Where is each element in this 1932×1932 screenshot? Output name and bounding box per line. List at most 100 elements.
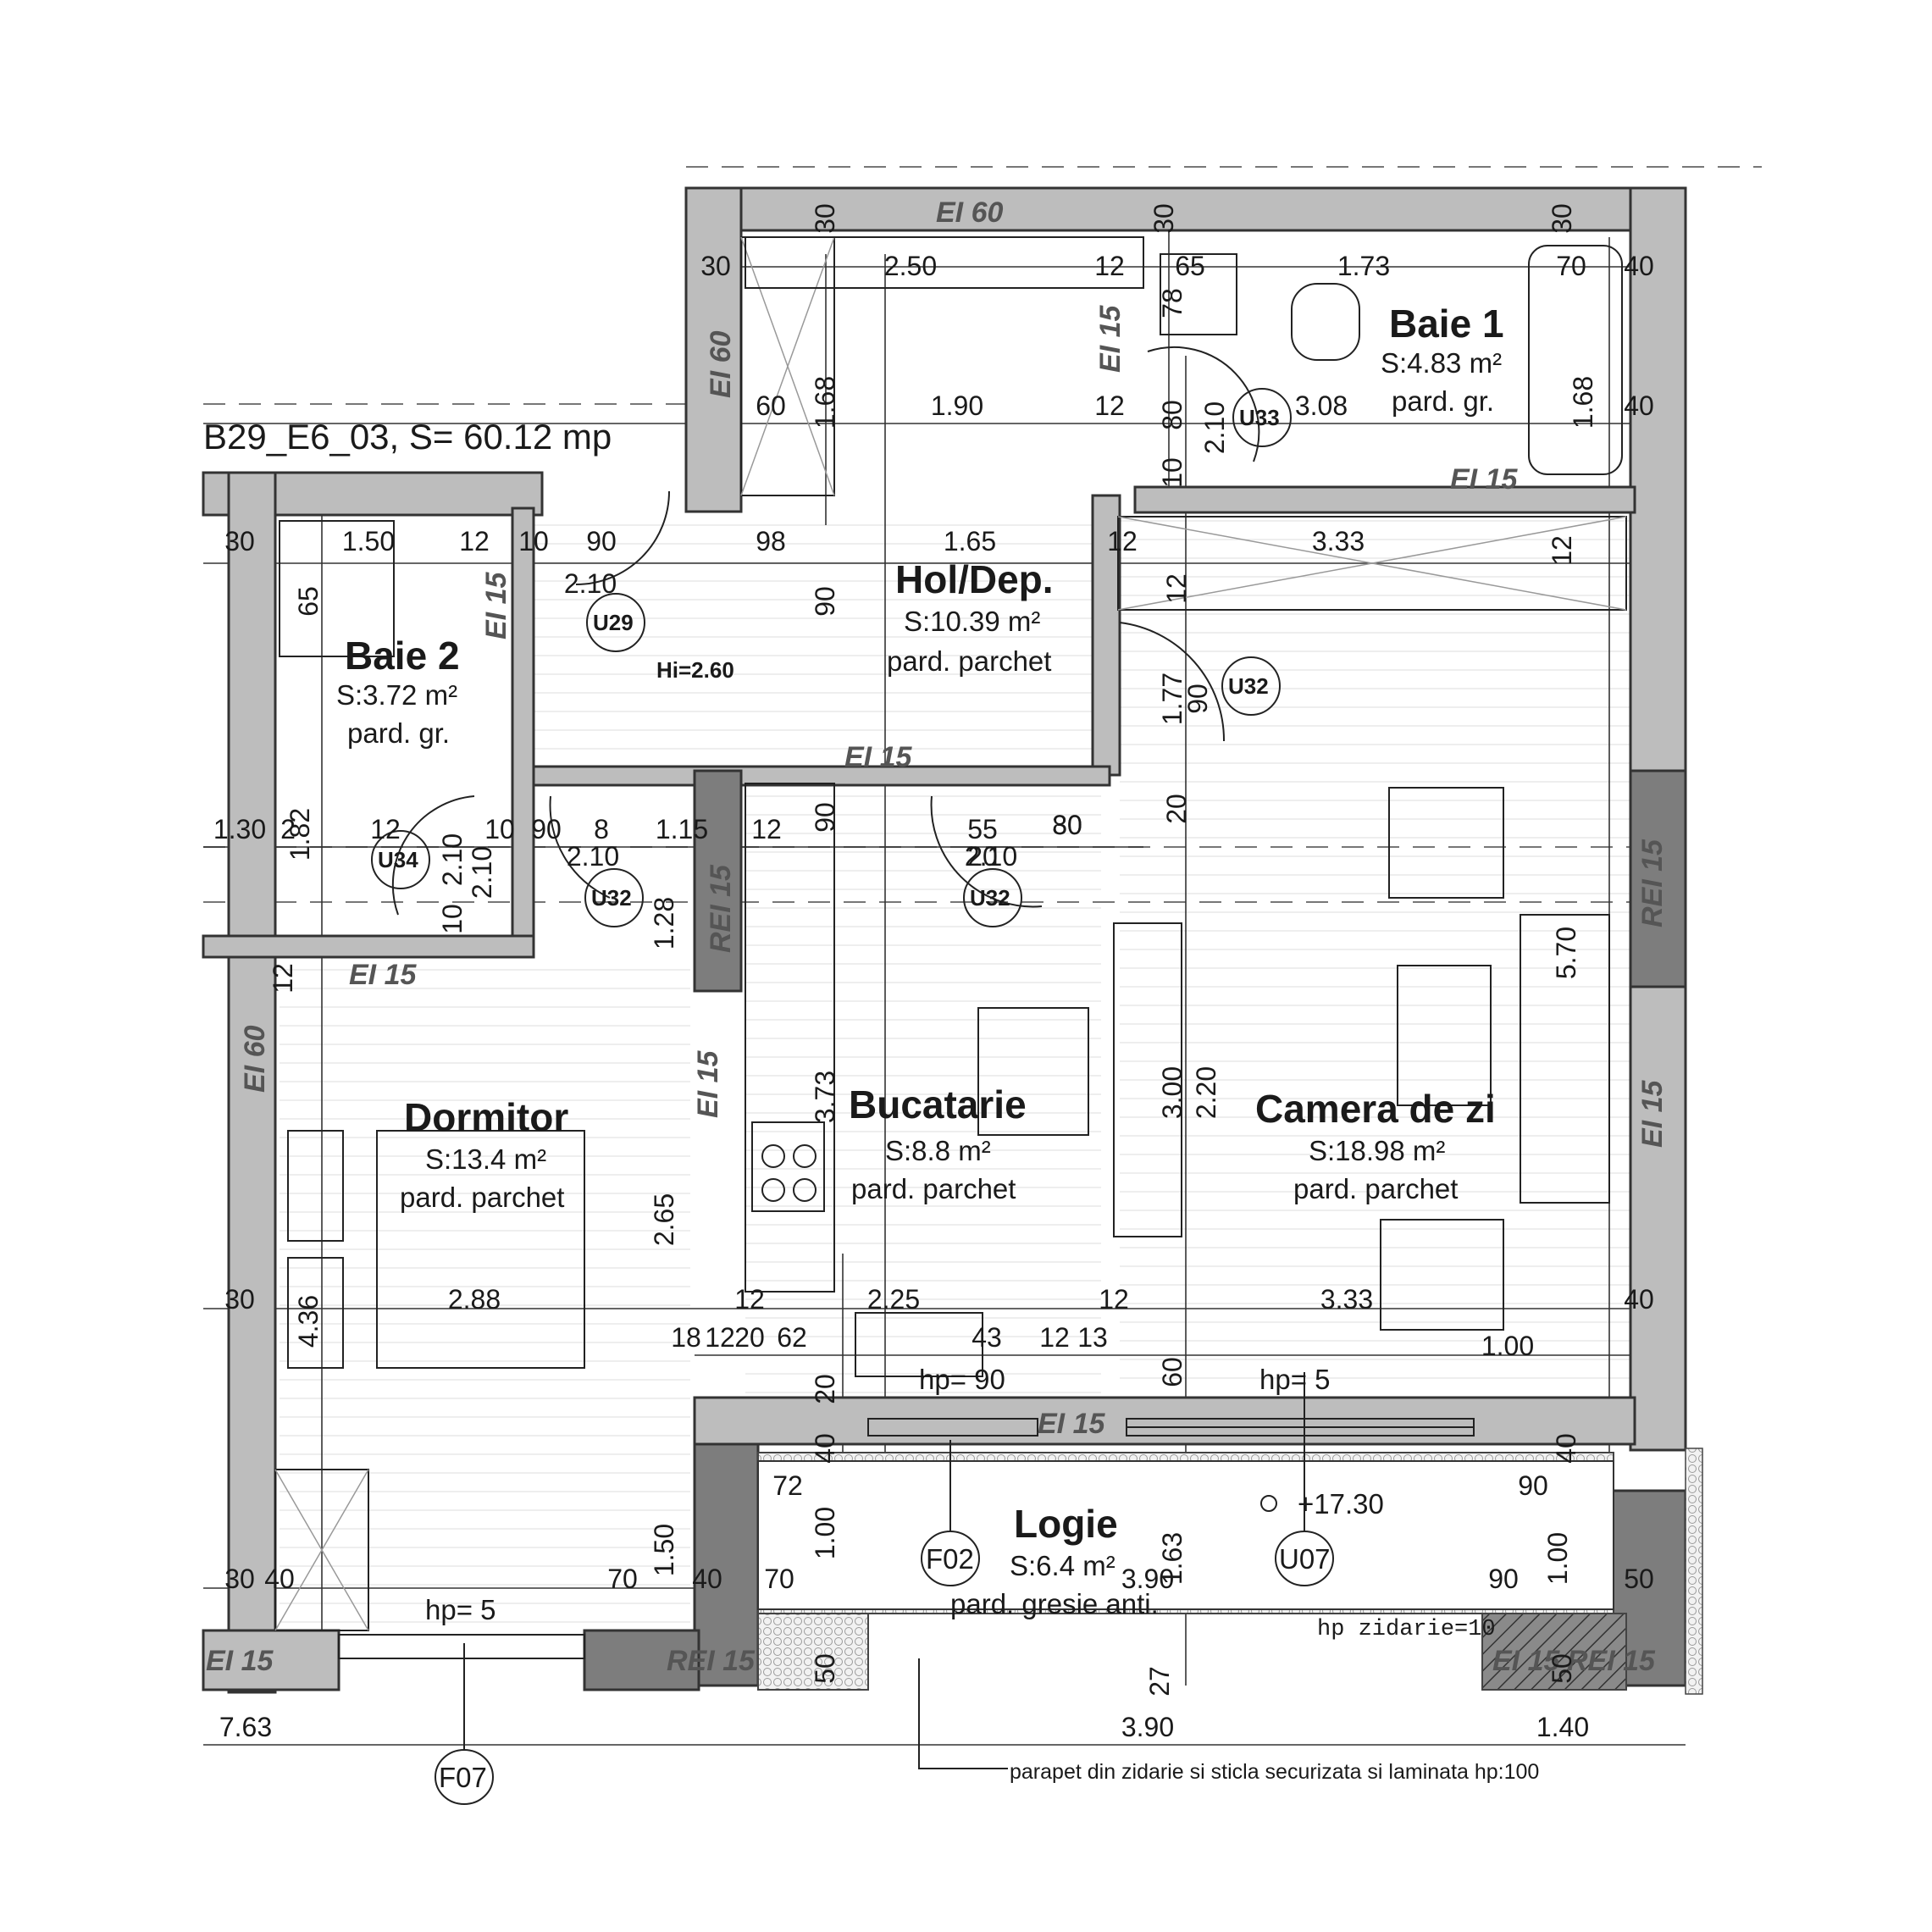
dimension-label: 1.73 [1337, 251, 1390, 281]
dimension-label: 1.63 [1157, 1532, 1187, 1585]
room-name-bucatarie: Bucatarie [849, 1082, 1027, 1127]
dimension-label: 12 [1099, 1284, 1129, 1315]
fire-rating: EI 15 [844, 741, 912, 773]
wall-top [684, 186, 1687, 232]
wall-baie2-right [511, 507, 535, 959]
dimension-label: 40 [1551, 1433, 1581, 1464]
dimension-label: 40 [264, 1564, 295, 1594]
dimension-label: 12 [1161, 573, 1192, 604]
room-floor-baie1: pard. gr. [1392, 385, 1494, 417]
dimension-label: 12 [734, 1284, 765, 1315]
armchair-1 [1388, 787, 1504, 899]
bathtub-baie1 [1528, 245, 1623, 475]
fire-rating: EI 15 [206, 1645, 274, 1677]
wall-bottom-left2 [202, 1629, 340, 1691]
sink-baie1 [1160, 253, 1237, 335]
dimension-label: 70 [764, 1564, 794, 1594]
dimension-label: 30 [1052, 810, 1082, 840]
fire-rating: EI 60 [239, 1026, 271, 1093]
dimension-label: 3.73 [810, 1071, 840, 1123]
fire-rating: EI 15 [1492, 1645, 1560, 1677]
wall-right-rei [1629, 769, 1687, 988]
wall-bottom-left [583, 1629, 700, 1691]
room-name-hol: Hol/Dep. [895, 557, 1054, 601]
dimension-label: 30 [810, 203, 840, 234]
door-tag: U32 [970, 885, 1010, 911]
dimension-label: 90 [1182, 684, 1213, 714]
room-area-logie: S:6.4 m² [1010, 1550, 1115, 1581]
dimension-label: 43 [972, 1322, 1002, 1353]
dimension-label: 12 [1094, 251, 1125, 281]
dimension-label: 2.10 [564, 568, 617, 599]
room-area-baie2: S:3.72 m² [336, 679, 457, 711]
dimension-label: 2.88 [448, 1284, 501, 1315]
door-tag: U33 [1239, 405, 1280, 430]
dimension-label: 2.50 [884, 251, 937, 281]
dimension-label: 30 [224, 526, 255, 556]
room-floor-hol: pard. parchet [887, 645, 1051, 677]
door-tags: U33 U29 U32 U32 U32 U34 F02 U07 F07 [371, 388, 1334, 1805]
fire-rating: EI 15 [480, 572, 512, 639]
dimension-label: 62 [777, 1322, 807, 1353]
plan-title: B29_E6_03, S= 60.12 mp [203, 417, 612, 457]
window-kitchen [867, 1418, 1038, 1437]
dimension-label: 2.25 [867, 1284, 920, 1315]
dimension-label: 1.68 [810, 376, 840, 429]
annotations: hp= 90 hp= 5 hp= 5 +17.30 hp zidarie=10 … [425, 1364, 1539, 1784]
dimension-label: 1.30 [213, 814, 266, 844]
dimension-label: 98 [756, 526, 786, 556]
door-tag: U32 [591, 885, 632, 911]
dimension-label: 2.20 [1191, 1066, 1221, 1119]
window-tag: F07 [439, 1762, 487, 1793]
dimension-label: 80 [1157, 400, 1187, 430]
dimension-label: 12 [370, 814, 401, 844]
fire-rating: REI 15 [1636, 839, 1669, 927]
dimension-label: 3.08 [1295, 390, 1348, 421]
wardrobe-hall [745, 236, 1144, 289]
dimension-label: 60 [1157, 1357, 1187, 1387]
dimension-label: 27 [1144, 1666, 1175, 1697]
dimension-label: 1.00 [1481, 1331, 1534, 1361]
dimension-label: 60 [756, 390, 786, 421]
dimension-label: 2.10 [965, 841, 1017, 872]
parapet-note: parapet din zidarie si sticla securizata… [1010, 1760, 1539, 1784]
shower-baie2 [279, 520, 395, 657]
dimension-label: 40 [1624, 251, 1654, 281]
dimension-label: 2 [280, 814, 296, 844]
room-name-baie1: Baie 1 [1389, 302, 1504, 346]
armchair-2 [1380, 1219, 1504, 1331]
door-tag: U32 [1228, 673, 1269, 699]
stove [751, 1121, 825, 1212]
window-tag: U07 [1279, 1543, 1331, 1575]
dimension-label: 10 [484, 814, 515, 844]
dimension-label: 1.50 [342, 526, 395, 556]
window-tag: F02 [926, 1543, 974, 1575]
dimension-label: 12 [1039, 1322, 1070, 1353]
room-floor-logie: pard. gresie anti. [950, 1588, 1159, 1619]
wall-left-main [227, 471, 277, 1694]
wardrobe-living [1117, 516, 1627, 611]
dimension-label: 30 [224, 1284, 255, 1315]
dimension-label: 90 [1518, 1470, 1548, 1501]
fire-rating: EI 60 [705, 331, 737, 398]
dimension-label: 3.33 [1320, 1284, 1373, 1315]
dimension-label: 40 [692, 1564, 722, 1594]
windows-frames [338, 1418, 1475, 1659]
dimension-label: 65 [293, 586, 324, 617]
dimension-label: 2.10 [1199, 401, 1230, 454]
dimension-label: 90 [531, 814, 562, 844]
dimension-label: 10 [1157, 457, 1187, 488]
dimension-label: 12 [459, 526, 490, 556]
room-floor-dormitor: pard. parchet [400, 1182, 564, 1213]
dimension-label: 40 [1624, 390, 1654, 421]
door-tag: U34 [378, 847, 418, 872]
room-area-dormitor: S:13.4 m² [425, 1143, 546, 1175]
height-note: Hi=2.60 [656, 657, 734, 683]
dimension-label: 30 [1547, 203, 1577, 234]
sofa [1520, 914, 1610, 1204]
dimension-label: 12 [1107, 526, 1138, 556]
wall-height-note: hp zidarie=10 [1317, 1617, 1496, 1642]
wall-baie1-bottom [1133, 485, 1636, 514]
dimension-label: 18 [671, 1322, 701, 1353]
dimension-label: 65 [1175, 251, 1205, 281]
